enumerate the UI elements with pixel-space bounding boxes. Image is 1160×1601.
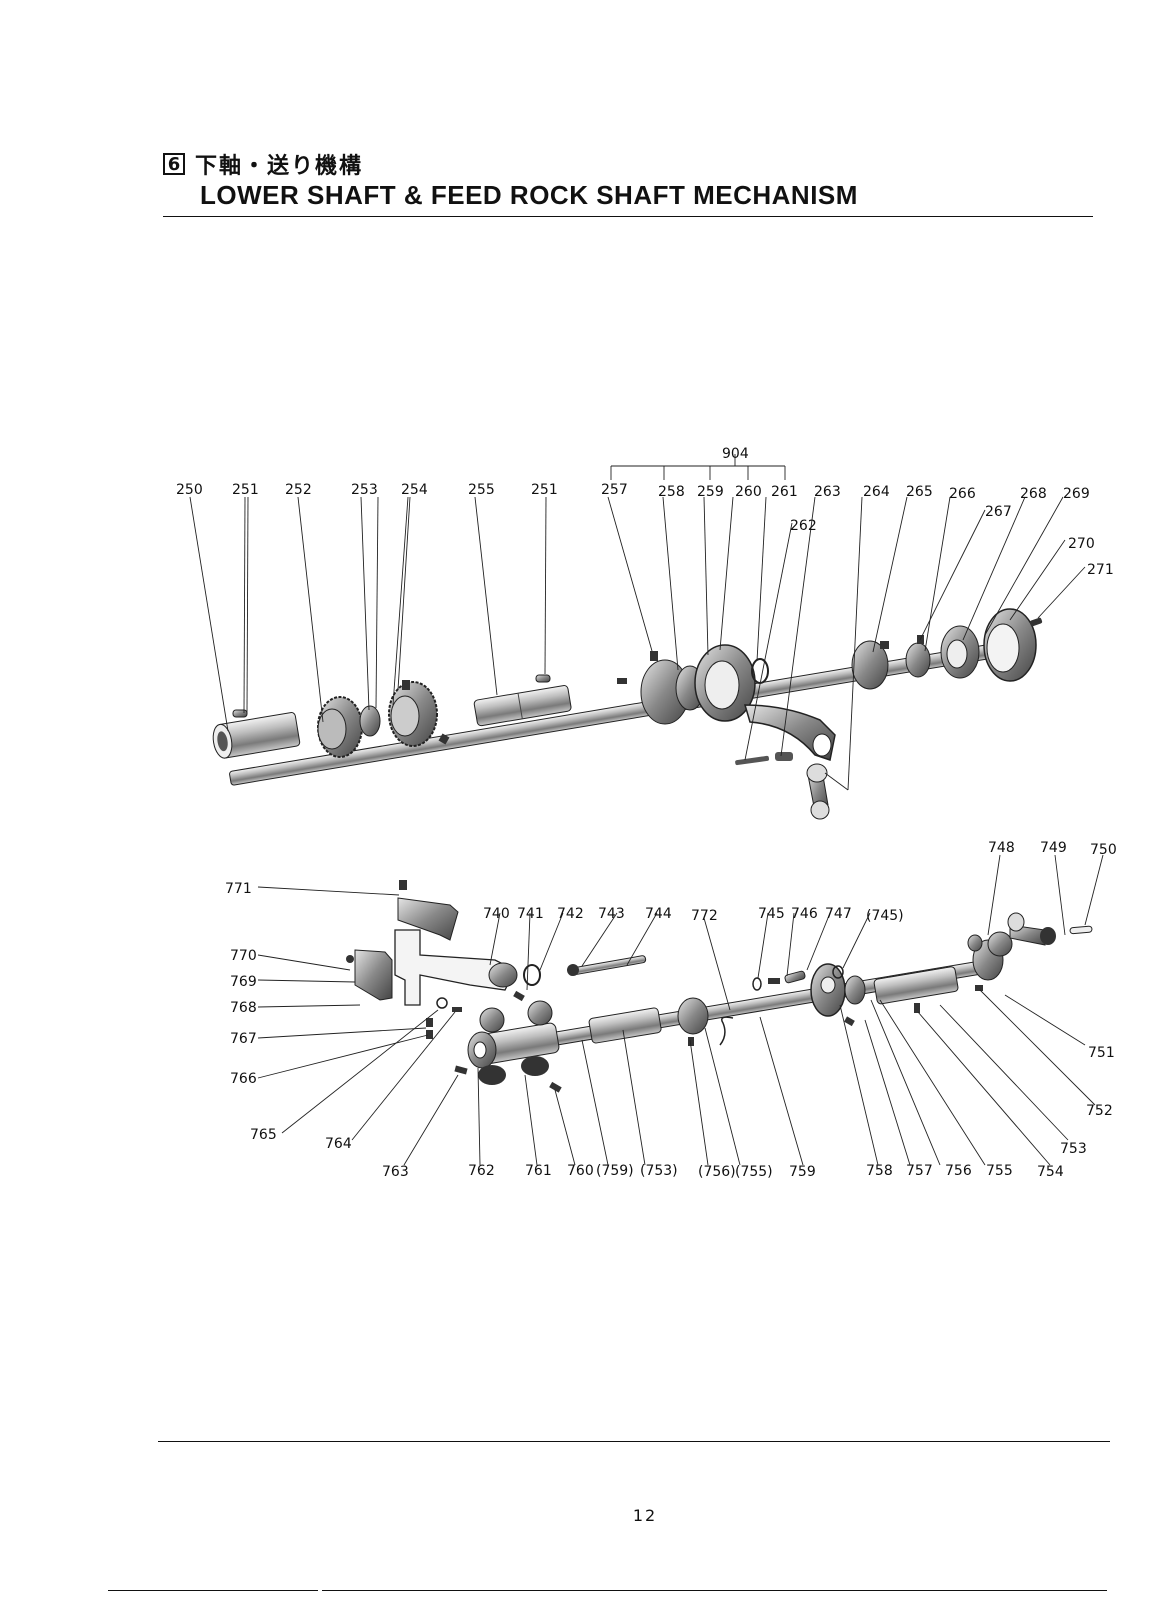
part-label: (759) xyxy=(596,1163,634,1179)
part-labels-lower: 748 749 750 771 740 741 742 743 744 772 … xyxy=(225,840,1117,1180)
part-label: 760 xyxy=(567,1163,594,1179)
part-label: 768 xyxy=(230,1000,257,1016)
part-label: 266 xyxy=(949,486,976,502)
part-label: 744 xyxy=(645,906,672,922)
leader-lines xyxy=(189,454,1104,1166)
part-label: 761 xyxy=(525,1163,552,1179)
part-label: 763 xyxy=(382,1164,409,1180)
part-label: 746 xyxy=(791,906,818,922)
part-label: 258 xyxy=(658,484,685,500)
part-label: 743 xyxy=(598,906,625,922)
part-label: 772 xyxy=(691,908,718,924)
part-label: 748 xyxy=(988,840,1015,856)
part-label: (745) xyxy=(866,908,904,924)
part-label: 740 xyxy=(483,906,510,922)
part-label: 749 xyxy=(1040,840,1067,856)
part-label: 261 xyxy=(771,484,798,500)
part-label: 264 xyxy=(863,484,890,500)
page-number: 12 xyxy=(632,1506,658,1525)
part-label: 765 xyxy=(250,1127,277,1143)
part-label: 752 xyxy=(1086,1103,1113,1119)
part-label: 267 xyxy=(985,504,1012,520)
header-rule xyxy=(163,216,1093,217)
bottom-edge-rule-left xyxy=(108,1590,318,1591)
part-label: 755 xyxy=(986,1163,1013,1179)
part-labels-upper: 250 251 252 253 254 255 251 257 258 259 … xyxy=(176,446,1114,578)
part-label: (753) xyxy=(640,1163,678,1179)
part-label: 753 xyxy=(1060,1141,1087,1157)
part-label: 251 xyxy=(232,482,259,498)
part-label: 265 xyxy=(906,484,933,500)
part-label: 271 xyxy=(1087,562,1114,578)
part-label: 756 xyxy=(945,1163,972,1179)
section-number-box: 6 xyxy=(163,153,185,175)
part-label: 262 xyxy=(790,518,817,534)
lower-shaft-assembly xyxy=(212,608,1043,820)
part-label: 754 xyxy=(1037,1164,1064,1180)
title-en: LOWER SHAFT & FEED ROCK SHAFT MECHANISM xyxy=(200,180,858,210)
part-label: 253 xyxy=(351,482,378,498)
part-label: 742 xyxy=(557,906,584,922)
part-label: (755) xyxy=(735,1164,773,1180)
part-label: 747 xyxy=(825,906,852,922)
part-label: 750 xyxy=(1090,842,1117,858)
part-label: 762 xyxy=(468,1163,495,1179)
part-label: 745 xyxy=(758,906,785,922)
part-label: 766 xyxy=(230,1071,257,1087)
part-label: 751 xyxy=(1088,1045,1115,1061)
part-label: 764 xyxy=(325,1136,352,1152)
footer-rule xyxy=(158,1441,1110,1442)
part-label: 252 xyxy=(285,482,312,498)
part-label: 255 xyxy=(468,482,495,498)
part-label: 770 xyxy=(230,948,257,964)
part-label: 254 xyxy=(401,482,428,498)
feed-rock-shaft-assembly xyxy=(346,880,1093,1093)
section-header: 6 下軸・送り機構 LOWER SHAFT & FEED ROCK SHAFT … xyxy=(163,147,857,210)
part-label: 268 xyxy=(1020,486,1047,502)
title-jp-row: 6 下軸・送り機構 xyxy=(163,147,363,181)
part-label: 270 xyxy=(1068,536,1095,552)
part-label: 269 xyxy=(1063,486,1090,502)
part-label: 769 xyxy=(230,974,257,990)
part-label: 904 xyxy=(722,446,749,462)
part-label: (756) xyxy=(698,1164,736,1180)
part-label: 741 xyxy=(517,906,544,922)
part-label: 758 xyxy=(866,1163,893,1179)
part-label: 767 xyxy=(230,1031,257,1047)
title-jp: 下軸・送り機構 xyxy=(195,154,364,179)
part-label: 257 xyxy=(601,482,628,498)
part-label: 251 xyxy=(531,482,558,498)
part-label: 250 xyxy=(176,482,203,498)
part-label: 757 xyxy=(906,1163,933,1179)
part-label: 259 xyxy=(697,484,724,500)
part-label: 759 xyxy=(789,1164,816,1180)
part-label: 260 xyxy=(735,484,762,500)
bottom-edge-rule-right xyxy=(322,1590,1107,1591)
part-label: 263 xyxy=(814,484,841,500)
part-label: 771 xyxy=(225,881,252,897)
